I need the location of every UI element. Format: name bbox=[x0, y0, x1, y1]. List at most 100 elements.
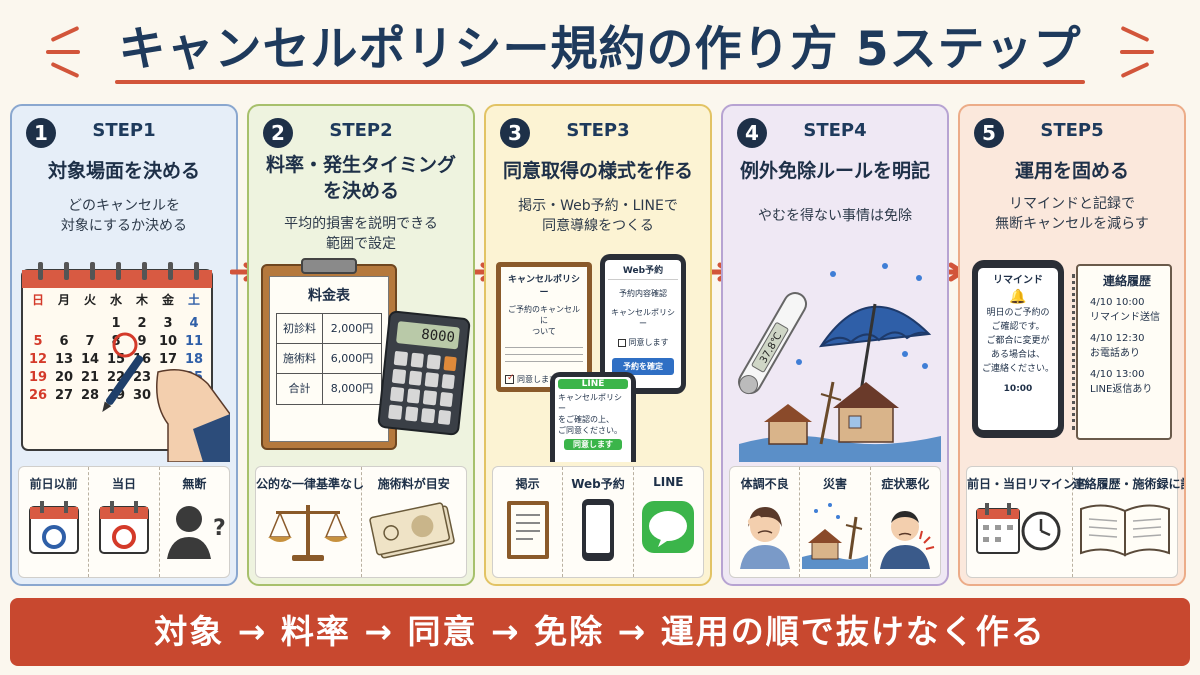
line-agree-button[interactable]: 同意します bbox=[564, 439, 622, 450]
reminder-text: ご確認です。 bbox=[991, 322, 1045, 332]
svg-text:?: ? bbox=[213, 516, 225, 541]
step-title: 例外免除ルールを明記 bbox=[739, 160, 930, 182]
confirm-booking-button[interactable]: 予約を確定 bbox=[612, 358, 674, 375]
step-card-1: 1 STEP1 対象場面を決める どのキャンセルを 対象にするか決める 日月火水… bbox=[10, 104, 238, 586]
log-note: LINE返信あり bbox=[1090, 384, 1153, 395]
page-title: キャンセルポリシー規約の作り方 5ステップ bbox=[118, 22, 1082, 77]
title-underline bbox=[115, 80, 1085, 84]
calculator-display: 8000 bbox=[395, 321, 460, 350]
step-title: 料率・発生タイミング を決める bbox=[253, 152, 469, 204]
thermometer-icon: 37.8℃ bbox=[738, 292, 808, 395]
channel-list: 掲示 Web予約 LINE bbox=[492, 466, 704, 578]
flooded-house-icon bbox=[739, 381, 941, 462]
log-time: 4/10 10:00 bbox=[1090, 297, 1145, 308]
fee-table-illustration: 料金表 初診料 2,000円 施術料 6,000円 合計 8,000円 8000 bbox=[255, 254, 471, 462]
step-label: STEP1 bbox=[92, 120, 156, 141]
basis-cell: 公的な一律基準なし bbox=[256, 467, 365, 577]
step-description: どのキャンセルを 対象にするか決める bbox=[16, 196, 232, 236]
calendar-weekday: 日 bbox=[32, 293, 44, 307]
fee-sheet: 料金表 初診料 2,000円 施術料 6,000円 合計 8,000円 bbox=[269, 276, 389, 442]
fee-amount: 6,000円 bbox=[330, 352, 374, 365]
step-number: 3 bbox=[500, 118, 530, 148]
cell-label: 連絡履歴・施術録に記録 bbox=[1072, 477, 1185, 491]
exemption-list: 体調不良 災害 症状悪化 bbox=[729, 466, 941, 578]
calendar-weekday: 金 bbox=[161, 292, 175, 307]
log-time: 4/10 12:30 bbox=[1090, 333, 1145, 344]
cell-label: 掲示 bbox=[515, 477, 540, 491]
cell-label: 公的な一律基準なし bbox=[256, 477, 365, 491]
desc-line: 掲示・Web予約・LINEで bbox=[518, 198, 678, 214]
poster-text: ご予約のキャンセルに bbox=[508, 305, 580, 325]
channel-cell: 掲示 bbox=[493, 467, 564, 577]
calendar-day: 7 bbox=[85, 334, 94, 349]
exemption-illustration: 37.8℃ bbox=[729, 254, 941, 462]
step-title: 運用を固める bbox=[1014, 160, 1129, 182]
exemption-cell: 症状悪化 bbox=[871, 467, 940, 577]
exemption-cell: 体調不良 bbox=[730, 467, 801, 577]
web-phone: Web予約 予約内容確認 キャンセルポリシー 同意します 予約を確定 bbox=[600, 254, 686, 394]
calendar-day: 26 bbox=[29, 388, 47, 403]
channel-cell: LINE bbox=[634, 467, 703, 577]
reminder-time: 10:00 bbox=[1003, 384, 1033, 394]
calendar-day: 11 bbox=[185, 334, 203, 349]
step-label: STEP4 bbox=[803, 120, 867, 141]
banknote-icon bbox=[362, 497, 467, 571]
web-line: キャンセルポリシー bbox=[611, 308, 675, 328]
step-card-4: 4 STEP4 例外免除ルールを明記 やむを得ない事情は免除 37.8℃ bbox=[721, 104, 949, 586]
calendar-day: 21 bbox=[81, 370, 99, 385]
fee-amount: 8,000円 bbox=[330, 382, 374, 395]
calendar-day: 20 bbox=[55, 370, 73, 385]
web-line: 予約内容確認 bbox=[619, 289, 667, 298]
step-title: 同意取得の様式を作る bbox=[502, 160, 693, 182]
operation-list: 前日・当日リマインド 連絡履歴・施術録に記録 bbox=[966, 466, 1185, 578]
cell-label: 災害 bbox=[822, 477, 847, 491]
log-note: リマインド送信 bbox=[1090, 312, 1160, 323]
calendar-day: 12 bbox=[29, 352, 47, 367]
log-title: 連絡履歴 bbox=[1102, 274, 1151, 288]
calendar-today-icon bbox=[89, 497, 158, 571]
calendar-day: 9 bbox=[137, 334, 146, 349]
notice-board-icon bbox=[493, 497, 562, 571]
step-number: 1 bbox=[26, 118, 56, 148]
poster-title: キャンセルポリシー bbox=[507, 275, 580, 298]
step-number: 5 bbox=[974, 118, 1004, 148]
step-description: やむを得ない事情は免除 bbox=[727, 206, 943, 226]
step-description: 掲示・Web予約・LINEで 同意導線をつくる bbox=[490, 196, 706, 236]
basis-list: 公的な一律基準なし 施術料が目安 bbox=[255, 466, 467, 578]
open-book-icon bbox=[1073, 497, 1178, 571]
line-title: LINE bbox=[558, 379, 628, 389]
line-text: をご確認の上、 bbox=[558, 415, 614, 424]
desc-line: どのキャンセルを bbox=[68, 198, 180, 214]
calendar-day: 13 bbox=[55, 352, 73, 367]
calendar-day: 6 bbox=[59, 334, 68, 349]
umbrella-icon bbox=[818, 303, 932, 415]
checkbox-icon: ✓ bbox=[505, 373, 515, 384]
calendar-weekday: 木 bbox=[135, 292, 149, 307]
fee-table: 初診料 2,000円 施術料 6,000円 合計 8,000円 bbox=[276, 313, 382, 405]
calendar-day: 10 bbox=[159, 334, 177, 349]
desc-line: リマインドと記録で bbox=[1009, 196, 1135, 212]
step-title-text: 料率・発生タイミング を決める bbox=[265, 154, 456, 202]
calendar-weekday: 水 bbox=[110, 292, 123, 307]
exemption-cell: 災害 bbox=[800, 467, 871, 577]
step-title: 対象場面を決める bbox=[47, 160, 200, 182]
step-description: 平均的損害を説明できる 範囲で設定 bbox=[253, 214, 469, 254]
pain-person-icon bbox=[871, 497, 940, 571]
desc-line: 範囲で設定 bbox=[326, 236, 396, 252]
fee-name: 合計 bbox=[277, 374, 323, 404]
calendar-weekday: 土 bbox=[188, 292, 200, 307]
reminder-text: ある場合は、 bbox=[990, 350, 1045, 360]
calendar-day: 17 bbox=[159, 352, 177, 367]
cell-label: 施術料が目安 bbox=[377, 477, 450, 491]
step-card-3: 3 STEP3 同意取得の様式を作る 掲示・Web予約・LINEで 同意導線をつ… bbox=[484, 104, 712, 586]
policy-poster: キャンセルポリシー ご予約のキャンセルに ついて ✓ 同意します bbox=[496, 262, 592, 392]
step-label: STEP3 bbox=[566, 120, 630, 141]
cell-label: Web予約 bbox=[571, 477, 625, 491]
fee-name: 初診料 bbox=[277, 314, 323, 343]
channel-cell: Web予約 bbox=[563, 467, 634, 577]
calendar-day: 5 bbox=[33, 334, 42, 349]
unknown-person-icon: ? bbox=[160, 497, 229, 571]
fee-name: 施術料 bbox=[277, 344, 323, 373]
line-chat-icon bbox=[634, 497, 703, 571]
